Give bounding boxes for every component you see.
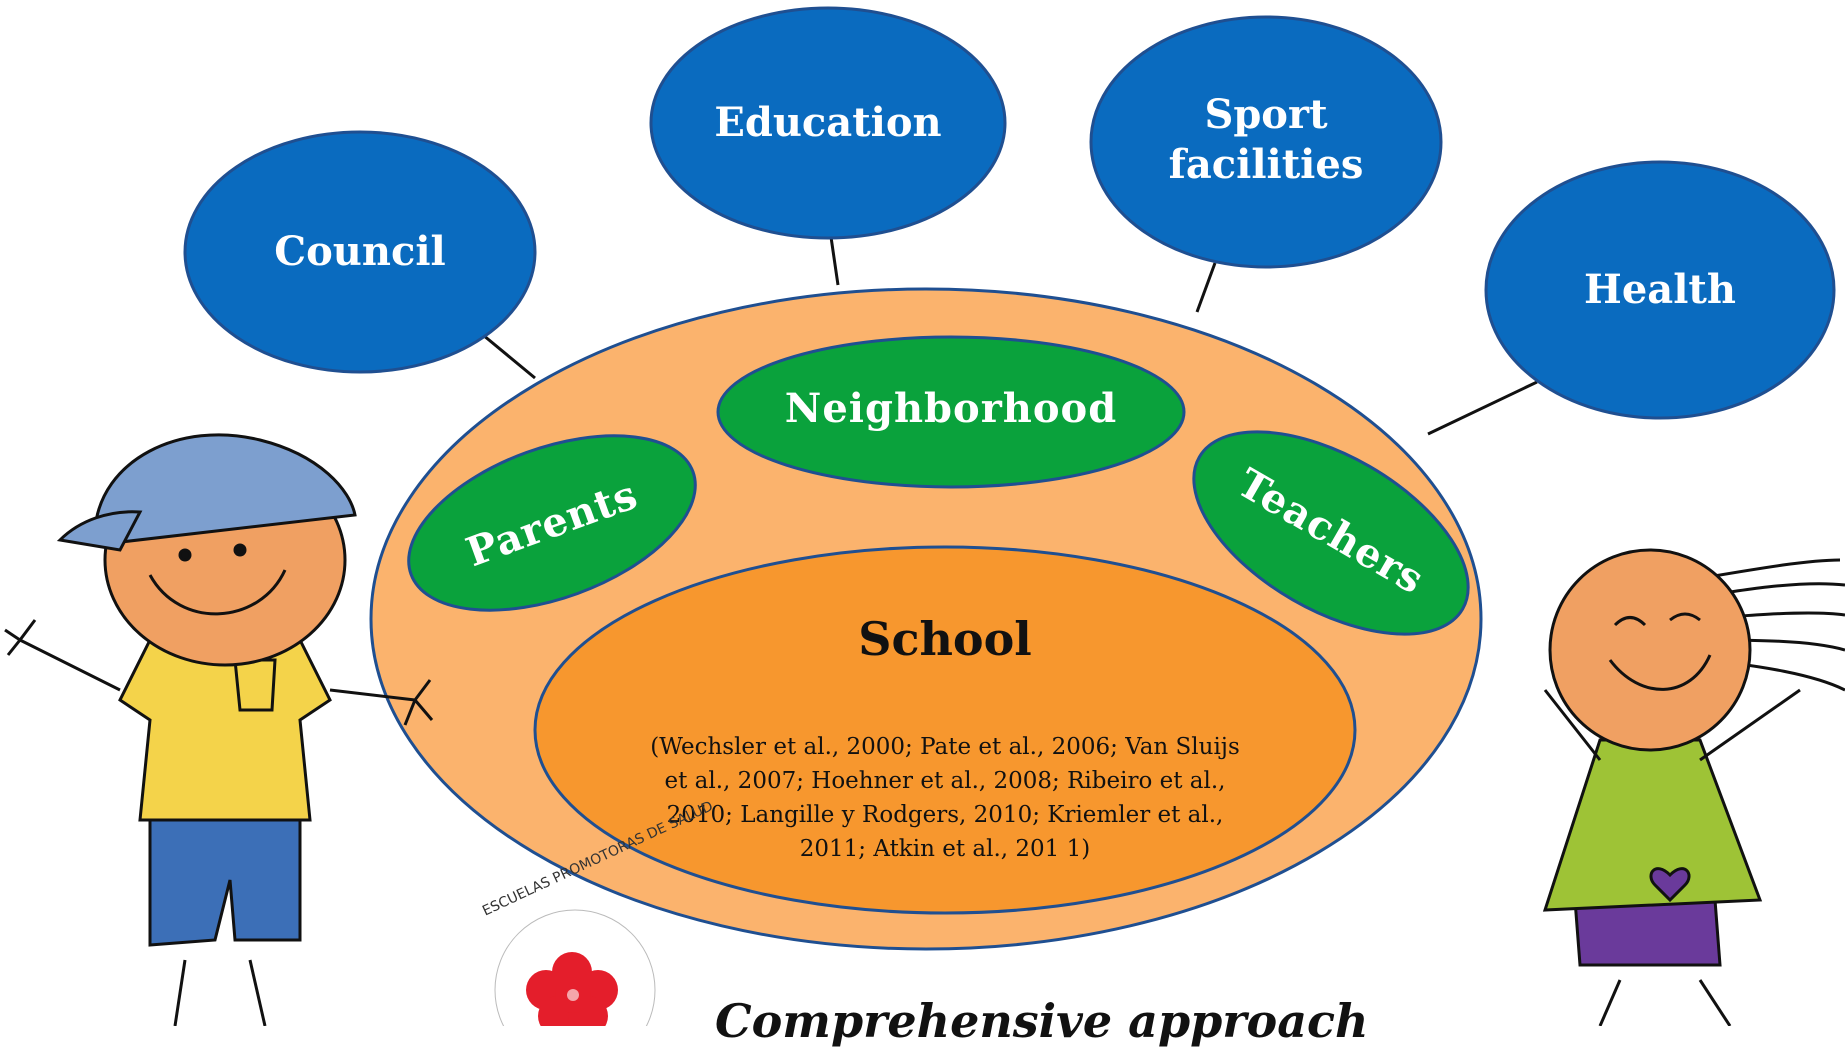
logo [494, 909, 656, 1026]
school-title: School [858, 612, 1032, 666]
boy-illustration [4, 433, 434, 1026]
connectors [482, 236, 1538, 436]
sport-label-line2: facilities [1168, 141, 1364, 188]
sport-connector [1195, 262, 1217, 313]
neighborhood-ellipse [716, 335, 1186, 489]
teachers-ellipse [1192, 430, 1470, 636]
health-connector [1427, 380, 1538, 436]
health-ellipse [1484, 160, 1836, 420]
diagram-canvas [4, 6, 1845, 1026]
education-ellipse [649, 6, 1007, 240]
education-label: Education [714, 99, 942, 146]
school-ellipse [533, 545, 1357, 915]
girl-illustration [1542, 548, 1845, 1026]
sport-label-line1: Sport [1204, 91, 1328, 138]
caption: Comprehensive approach [715, 994, 1369, 1048]
council-ellipse [183, 130, 537, 374]
education-connector [829, 236, 840, 286]
sport-facilities-ellipse [1089, 15, 1443, 269]
school-references: (Wechsler et al., 2000; Pate et al., 200… [650, 734, 1240, 862]
flower-icon [526, 952, 618, 1026]
council-connector [482, 333, 536, 380]
council-label: Council [274, 228, 446, 275]
parents-ellipse [407, 434, 697, 612]
neighborhood-label: Neighborhood [784, 385, 1118, 432]
health-label: Health [1584, 266, 1736, 313]
